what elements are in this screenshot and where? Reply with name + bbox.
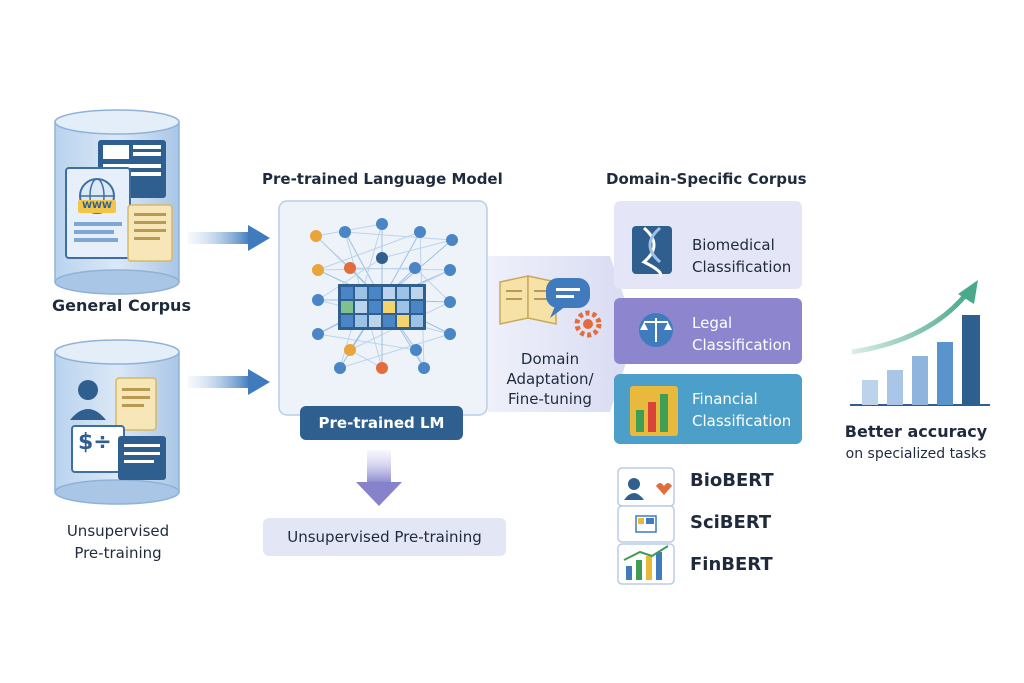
network-edge xyxy=(317,267,416,271)
general-corpus-label: General Corpus xyxy=(52,296,191,315)
network-node xyxy=(310,230,322,242)
network-edge xyxy=(339,333,451,369)
embedding-cell xyxy=(383,301,395,313)
network-node xyxy=(418,362,430,374)
network-node xyxy=(409,262,421,274)
finbert-label: FinBERT xyxy=(690,554,773,575)
adaptation-line2: Adaptation/ xyxy=(506,370,594,388)
arrow-general-to-model xyxy=(188,225,270,251)
dna-icon xyxy=(632,226,672,278)
embedding-cell xyxy=(355,315,367,327)
unsupervised-label: Unsupervised Pre-training xyxy=(60,520,176,564)
legal-card-label: Legal Classification xyxy=(692,312,791,356)
embedding-cell xyxy=(411,315,423,327)
embedding-cell xyxy=(411,287,423,299)
financial-line1: Financial xyxy=(692,390,758,408)
result-line1: Better accuracy xyxy=(844,422,988,441)
domain-title: Domain-Specific Corpus xyxy=(606,170,807,188)
network-node xyxy=(376,362,388,374)
embedding-cell xyxy=(411,301,423,313)
scales-icon xyxy=(639,313,673,347)
network-node xyxy=(312,328,324,340)
biomedical-line1: Biomedical xyxy=(692,236,775,254)
arrow-unsupervised-to-model xyxy=(188,369,270,395)
unsupervised-pretraining-box: Unsupervised Pre-training xyxy=(263,518,506,556)
paper-stack-icon xyxy=(127,204,173,262)
network-edge xyxy=(315,235,351,269)
network-node xyxy=(344,262,356,274)
finbert-icon xyxy=(617,543,675,585)
unsupervised-label-line2: Pre-training xyxy=(74,544,162,562)
chat-bubble-icon xyxy=(546,278,590,318)
adaptation-label: Domain Adaptation/ Fine-tuning xyxy=(490,349,610,409)
network-node xyxy=(339,226,351,238)
network-node xyxy=(312,294,324,306)
legal-line2: Classification xyxy=(692,336,792,354)
pretrained-lm-badge: Pre-trained LM xyxy=(300,406,463,440)
report-icon xyxy=(118,436,166,480)
person-icon xyxy=(70,380,106,420)
embedding-cell xyxy=(355,287,367,299)
network-edge xyxy=(381,239,453,259)
embedding-cell xyxy=(383,315,395,327)
network-node xyxy=(344,344,356,356)
network-node xyxy=(444,328,456,340)
document-icon xyxy=(115,377,157,431)
result-line2: on specialized tasks xyxy=(845,446,987,462)
dollar-label: $÷ xyxy=(78,430,112,455)
adaptation-line3: Fine-tuning xyxy=(508,390,592,408)
adaptation-line1: Domain xyxy=(520,350,580,368)
biobert-icon xyxy=(617,467,675,507)
network-edge xyxy=(317,333,417,351)
embedding-cell xyxy=(397,301,409,313)
network-node xyxy=(376,252,388,264)
embedding-cell xyxy=(397,315,409,327)
network-node xyxy=(444,296,456,308)
embedding-cell xyxy=(355,301,367,313)
embedding-grid xyxy=(338,284,426,330)
embedding-cell xyxy=(369,315,381,327)
scibert-icon xyxy=(617,505,675,543)
unsupervised-label-line1: Unsupervised xyxy=(66,522,170,540)
embedding-cell xyxy=(369,301,381,313)
biomedical-card-label: Biomedical Classification xyxy=(692,234,791,278)
financial-card-label: Financial Classification xyxy=(692,388,791,432)
web-document-icon xyxy=(65,167,131,259)
embedding-cell xyxy=(341,301,353,313)
network-edge xyxy=(317,231,421,271)
scibert-label: SciBERT xyxy=(690,512,772,533)
network-node xyxy=(312,264,324,276)
legal-line1: Legal xyxy=(692,314,733,332)
biomedical-line2: Classification xyxy=(692,258,792,276)
network-node xyxy=(414,226,426,238)
arrow-down-to-pretraining xyxy=(356,450,402,506)
embedding-cell xyxy=(369,287,381,299)
biobert-label: BioBERT xyxy=(690,470,774,491)
network-node xyxy=(410,344,422,356)
www-label: WWW xyxy=(82,201,112,211)
embedding-cell xyxy=(341,315,353,327)
gear-icon xyxy=(574,310,602,338)
network-node xyxy=(446,234,458,246)
model-title: Pre-trained Language Model xyxy=(262,170,503,188)
network-edge xyxy=(349,349,383,369)
financial-line2: Classification xyxy=(692,412,792,430)
growth-chart-icon xyxy=(850,280,990,406)
network-edge xyxy=(317,257,383,301)
embedding-cell xyxy=(383,287,395,299)
bar-chart-icon xyxy=(630,386,678,436)
network-node xyxy=(444,264,456,276)
embedding-cell xyxy=(397,287,409,299)
network-node xyxy=(376,218,388,230)
network-node xyxy=(334,362,346,374)
embedding-cell xyxy=(341,287,353,299)
network-edge xyxy=(344,231,453,241)
